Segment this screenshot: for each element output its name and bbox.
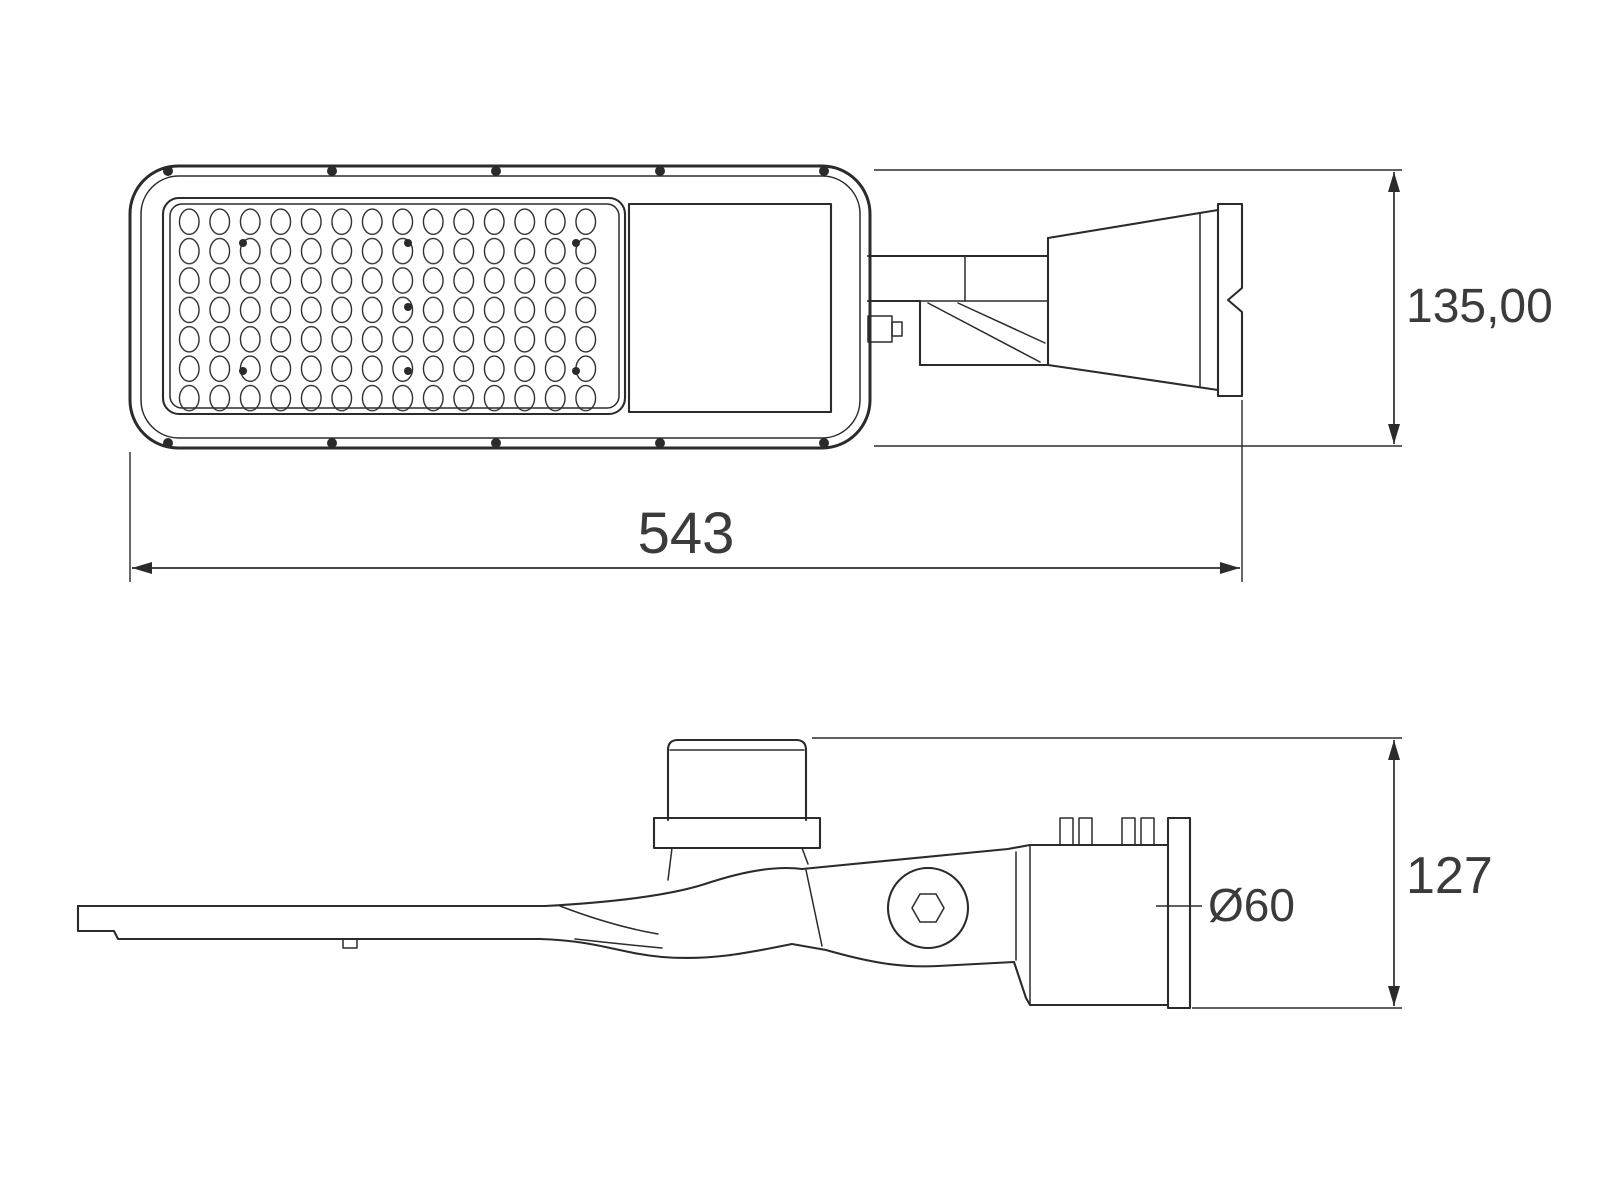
housing-inner-outline <box>140 175 861 439</box>
screw-icon <box>327 438 337 448</box>
arrowhead-icon <box>1388 740 1400 760</box>
led-panel-screws <box>239 239 580 375</box>
bracket-diagonal-1 <box>927 302 1041 363</box>
arrowhead-icon <box>1220 562 1240 574</box>
screw-icon <box>404 367 412 375</box>
arrowhead-icon <box>1388 986 1400 1006</box>
dimension-top-height: 135,00 <box>874 169 1553 447</box>
pole-clamp <box>1046 202 1244 398</box>
lamp-body-bottom-profile <box>76 904 1170 1007</box>
mount-tube: Ø60 <box>1028 816 1295 1010</box>
bolt-icon <box>1121 817 1136 846</box>
mounting-arm <box>866 254 1050 367</box>
screw-icon <box>327 166 337 176</box>
screw-icon <box>239 239 247 247</box>
screw-icon <box>163 166 173 176</box>
screw-icon <box>491 438 501 448</box>
arrowhead-icon <box>1388 172 1400 192</box>
knob-neck-right <box>801 847 809 865</box>
screw-icon <box>572 367 580 375</box>
dimension-side-height: 127 <box>812 737 1493 1009</box>
clamp-top-edge <box>1046 208 1220 240</box>
screw-icon <box>655 438 665 448</box>
screw-icon <box>572 239 580 247</box>
screw-icon <box>819 438 829 448</box>
housing-outline <box>128 164 872 450</box>
screw-icon <box>239 367 247 375</box>
driver-compartment <box>627 202 833 414</box>
bolt-icon <box>1078 817 1093 846</box>
pivot-circle <box>886 866 970 950</box>
body-contour-line-1 <box>559 905 659 935</box>
screw-icon <box>819 166 829 176</box>
housing-screws <box>163 166 829 448</box>
photocell-knob <box>652 738 822 881</box>
screw-icon <box>163 438 173 448</box>
screw-icon <box>491 166 501 176</box>
led-array <box>174 207 601 413</box>
dimension-label-side-height: 127 <box>1406 847 1493 905</box>
pole-clamp-flange <box>1216 202 1244 398</box>
clamp-bottom-edge <box>1046 363 1220 392</box>
knob-flange <box>652 816 822 850</box>
bolt-icon <box>1059 817 1074 846</box>
dimension-length: 543 <box>129 400 1243 582</box>
lamp-body-top-profile <box>76 843 1032 908</box>
cable-gland-tip <box>891 321 903 337</box>
cable-gland-body <box>867 315 893 343</box>
screw-icon <box>404 303 412 311</box>
cable-gland <box>867 315 903 343</box>
hex-bolt-icon <box>911 893 945 923</box>
screw-icon <box>655 166 665 176</box>
bracket-diagonal-2 <box>957 302 1046 344</box>
side-view: Ø60 <box>76 738 1295 1010</box>
top-view <box>128 164 1244 450</box>
arrowhead-icon <box>132 562 152 574</box>
dimension-label-length: 543 <box>638 501 735 566</box>
screw-icon <box>404 239 412 247</box>
dimension-label-height: 135,00 <box>1406 280 1553 333</box>
mount-end-plate <box>1166 816 1192 1010</box>
bracket-arm-inner-line <box>805 869 823 947</box>
body-contour-line-2 <box>574 938 663 949</box>
arrowhead-icon <box>1388 424 1400 444</box>
knob-body <box>666 738 808 822</box>
dimension-label-pole-diameter: Ø60 <box>1208 879 1295 931</box>
pivot-joint <box>805 851 1017 961</box>
body-screw-boss <box>342 938 358 949</box>
bolt-icon <box>1140 817 1155 846</box>
led-panel-frame <box>161 196 627 416</box>
mount-bolts <box>1059 817 1155 846</box>
knob-neck-left <box>667 847 673 881</box>
